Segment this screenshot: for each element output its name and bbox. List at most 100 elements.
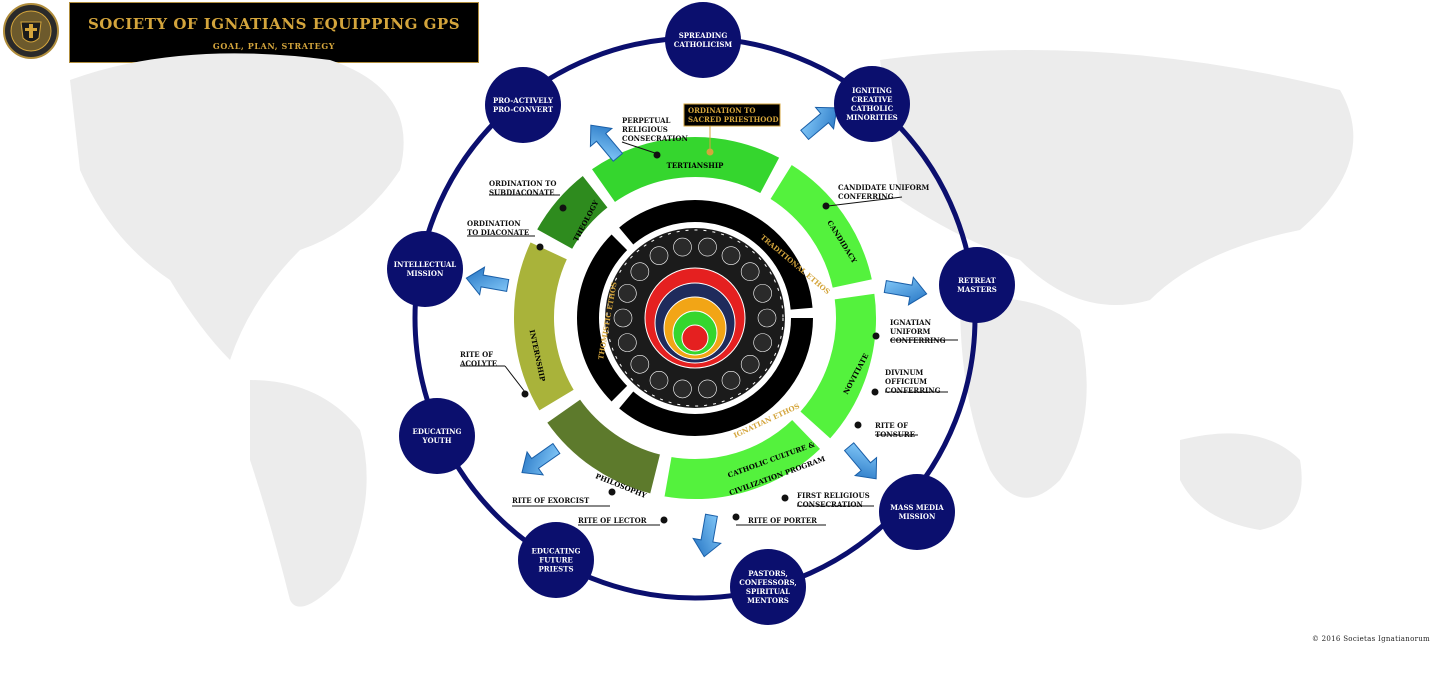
callout-dot (732, 513, 740, 521)
callout-divinum: OFFICIUM (885, 377, 927, 386)
world-map-background (70, 50, 1354, 607)
callout-priesthood: ORDINATION TO (688, 106, 755, 115)
mission-node (939, 247, 1015, 323)
callout-divinum: DIVINUM (885, 368, 924, 377)
mission-nodes: SPREADINGCATHOLICISMIGNITINGCREATIVECATH… (387, 2, 1015, 625)
virtue-node (698, 379, 717, 399)
mission-label: MASTERS (957, 285, 997, 294)
ignatian-ethos-arc (619, 318, 813, 436)
arrow-shape (589, 124, 624, 162)
callout-candidate: CONFERRING (838, 192, 894, 201)
callout-acolyte: ACOLYTE (459, 359, 497, 368)
transition-arrow (521, 442, 561, 476)
callout-priesthood: SACRED PRIESTHOOD (688, 115, 779, 124)
stage-segment (534, 173, 611, 252)
virtue-node (753, 284, 772, 303)
virtue-node (613, 308, 633, 328)
transition-arrow (465, 266, 510, 296)
mission-label: CONFESSORS, (739, 578, 797, 587)
callout-leader (827, 196, 903, 207)
arrow-shape (521, 442, 561, 476)
arrow-shape (465, 266, 510, 296)
mission-label: MASS MEDIA (890, 503, 944, 512)
stage-segment (797, 291, 878, 442)
mission-node (399, 398, 475, 474)
inner-spiral-path (606, 229, 784, 407)
mission-node (485, 67, 561, 143)
callout-dot (822, 202, 830, 210)
mission-label: PRIESTS (538, 565, 573, 574)
transition-arrow (692, 513, 722, 558)
virtue-node (753, 333, 772, 352)
stage-segment (544, 396, 663, 496)
callout-dot (781, 494, 789, 502)
callout-diaconate: TO DIACONATE (467, 228, 529, 237)
mission-node (834, 66, 910, 142)
callout-tonsure: TONSURE (875, 430, 915, 439)
mission-node (518, 522, 594, 598)
mission-label: PASTORS, (748, 569, 788, 578)
mission-label: PRO-CONVERT (493, 105, 554, 114)
rite-callouts: PERPETUALRELIGIOUSCONSECRATIONORDINATION… (459, 103, 958, 526)
callout-dot (872, 332, 880, 340)
title-banner: Society of Ignatians Equipping GPS Goal,… (69, 2, 479, 63)
callout-dot (608, 488, 616, 496)
callout-first-consecration: FIRST RELIGIOUS (797, 491, 870, 500)
stage-segment (767, 162, 875, 291)
mission-label: EDUCATING (413, 427, 462, 436)
virtue-node (698, 237, 717, 257)
transition-arrow (883, 276, 928, 306)
stage-label: TERTIANSHIP (667, 161, 724, 170)
callout-diaconate: ORDINATION (467, 219, 521, 228)
callout-dot (536, 243, 544, 251)
arrow-shape (692, 513, 722, 558)
stage-segment (662, 417, 823, 501)
arrow-shape (800, 106, 838, 141)
mission-node (730, 549, 806, 625)
callout-dot (660, 516, 668, 524)
callout-dot (854, 421, 862, 429)
virtue-node (649, 246, 669, 265)
callout-leader (504, 365, 526, 393)
virtue-node (721, 371, 741, 390)
priesthood-dot (706, 148, 714, 156)
mission-label: IGNITING (852, 86, 892, 95)
callout-first-consecration: CONSECRATION (797, 500, 863, 509)
arrow-shape (883, 276, 928, 306)
mission-label: EDUCATING (532, 547, 581, 556)
stage-segment (589, 135, 782, 205)
virtue-node (673, 379, 692, 399)
society-seal (2, 2, 60, 60)
mission-label: CATHOLICISM (674, 40, 733, 49)
callout-dot (521, 390, 529, 398)
mission-label: MINORITIES (846, 113, 898, 122)
virtue-node (618, 333, 637, 352)
callout-dot (871, 388, 879, 396)
callout-perpetual: PERPETUAL (622, 116, 671, 125)
transition-arrow (800, 106, 838, 141)
callout-acolyte: RITE OF (460, 350, 493, 359)
callout-leader (621, 141, 656, 154)
mission-label: INTELLECTUAL (394, 260, 456, 269)
mission-label: RETREAT (958, 276, 997, 285)
callout-perpetual: CONSECRATION (622, 134, 688, 143)
page-subtitle: Goal, Plan, Strategy (212, 41, 336, 51)
mission-label: MENTORS (747, 596, 789, 605)
callout-ignatian-uniform: UNIFORM (890, 327, 931, 336)
mission-label: MISSION (407, 269, 444, 278)
mission-node (665, 2, 741, 78)
callout-ignatian-uniform: CONFERRING (890, 336, 946, 345)
callout-subdiaconate: SUBDIACONATE (489, 188, 555, 197)
traditional-ethos-arc (619, 200, 813, 310)
callout-porter: RITE OF PORTER (748, 516, 817, 525)
callout-dot (559, 204, 567, 212)
mission-label: SPIRITUAL (746, 587, 790, 596)
copyright-text: © 2016 Societas Ignatianorum (1311, 635, 1430, 643)
callout-candidate: CANDIDATE UNIFORM (838, 183, 930, 192)
mission-node (387, 231, 463, 307)
virtue-node (630, 262, 650, 282)
virtue-node (673, 237, 692, 257)
priesthood-box (683, 103, 781, 127)
callout-subdiaconate: ORDINATION TO (489, 179, 556, 188)
